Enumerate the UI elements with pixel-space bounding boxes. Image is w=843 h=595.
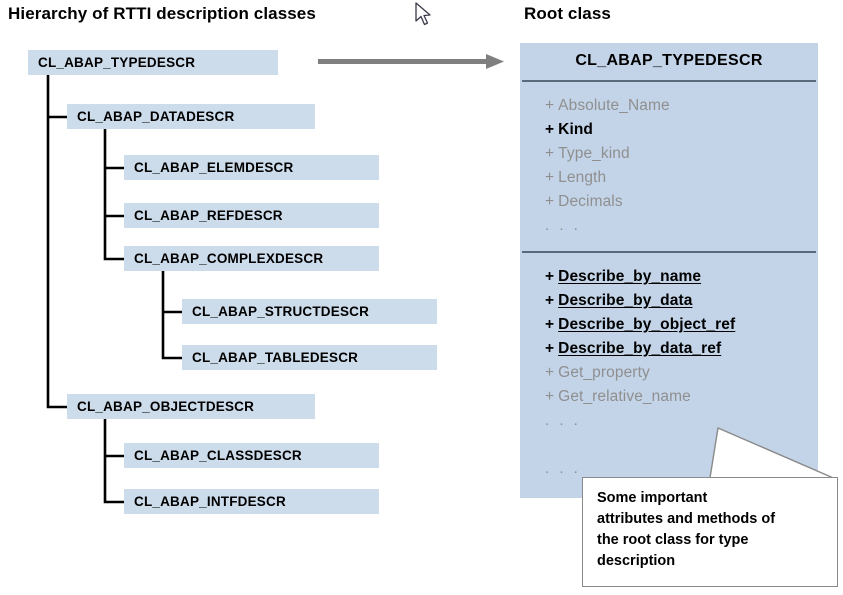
tree-node-cl-abap-typedescr[interactable]: CL_ABAP_TYPEDESCR	[28, 50, 278, 75]
callout-box: Some important attributes and methods of…	[582, 477, 838, 587]
method-row: +Describe_by_object_ref	[545, 313, 810, 337]
visibility-marker: +	[545, 340, 555, 357]
attribute-row: +Decimals	[545, 190, 810, 214]
attribute-name: Kind	[558, 121, 593, 138]
method-name: Describe_by_object_ref	[558, 316, 736, 333]
callout-text: Some important attributes and methods of…	[597, 490, 776, 569]
method-row: . . .	[545, 457, 810, 481]
tree-node-cl-abap-structdescr[interactable]: CL_ABAP_STRUCTDESCR	[182, 299, 437, 324]
method-name: Describe_by_name	[558, 268, 702, 285]
visibility-marker: +	[545, 388, 555, 405]
attribute-row: . . .	[545, 214, 810, 238]
method-row: +Get_property	[545, 361, 810, 385]
method-row: +Describe_by_data	[545, 289, 810, 313]
method-name: . . .	[545, 412, 581, 429]
visibility-marker: +	[545, 268, 555, 285]
root-class-uml-box: CL_ABAP_TYPEDESCR +Absolute_Name+Kind+Ty…	[520, 43, 818, 498]
attribute-name: Decimals	[558, 193, 623, 210]
mouse-cursor-icon	[415, 2, 431, 26]
method-name: Describe_by_data_ref	[558, 340, 722, 357]
visibility-marker: +	[545, 292, 555, 309]
method-row: +Get_relative_name	[545, 385, 810, 409]
visibility-marker: +	[545, 316, 555, 333]
attribute-row: +Absolute_Name	[545, 94, 810, 118]
attribute-name: Type_kind	[558, 145, 630, 162]
class-hierarchy-tree: CL_ABAP_TYPEDESCR CL_ABAP_DATADESCR CL_ABA…	[28, 50, 437, 514]
root-class-name: CL_ABAP_TYPEDESCR	[575, 52, 763, 69]
method-name: Get_relative_name	[558, 388, 691, 405]
methods-list: +Describe_by_name+Describe_by_data+Descr…	[545, 265, 810, 481]
method-row: . . .	[545, 409, 810, 433]
tree-node-cl-abap-intfdescr[interactable]: CL_ABAP_INTFDESCR	[124, 489, 379, 514]
attribute-row: +Kind	[545, 118, 810, 142]
attribute-name: Absolute_Name	[558, 97, 670, 114]
attribute-row: +Length	[545, 166, 810, 190]
left-panel-heading: Hierarchy of RTTI description classes	[8, 4, 316, 23]
tree-node-cl-abap-elemdescr[interactable]: CL_ABAP_ELEMDESCR	[124, 155, 379, 180]
method-row: +Describe_by_name	[545, 265, 810, 289]
method-name: Describe_by_data	[558, 292, 693, 309]
visibility-marker: +	[545, 97, 555, 114]
tree-node-cl-abap-complexdescr[interactable]: CL_ABAP_COMPLEXDESCR	[124, 246, 379, 271]
attribute-name: Length	[558, 169, 607, 186]
panel-separator-middle	[522, 251, 816, 253]
visibility-marker: +	[545, 193, 555, 210]
method-name: . . .	[545, 460, 581, 477]
right-panel-heading: Root class	[524, 4, 611, 23]
tree-node-cl-abap-classdescr[interactable]: CL_ABAP_CLASSDESCR	[124, 443, 379, 468]
visibility-marker: +	[545, 169, 555, 186]
attribute-name: . . .	[545, 217, 581, 234]
method-row: +Describe_by_data_ref	[545, 337, 810, 361]
tree-node-cl-abap-refdescr[interactable]: CL_ABAP_REFDESCR	[124, 203, 379, 228]
panel-separator-top	[522, 80, 816, 82]
attribute-row: +Type_kind	[545, 142, 810, 166]
tree-node-cl-abap-objectdescr[interactable]: CL_ABAP_OBJECTDESCR	[67, 394, 315, 419]
tree-node-cl-abap-tabledescr[interactable]: CL_ABAP_TABLEDESCR	[182, 345, 437, 370]
visibility-marker: +	[545, 364, 555, 381]
flow-arrow-icon	[318, 54, 504, 69]
visibility-marker: +	[545, 145, 555, 162]
method-name: Get_property	[558, 364, 650, 381]
visibility-marker: +	[545, 121, 555, 138]
tree-node-cl-abap-datadescr[interactable]: CL_ABAP_DATADESCR	[67, 104, 315, 129]
attributes-list: +Absolute_Name+Kind+Type_kind+Length+Dec…	[545, 94, 810, 238]
